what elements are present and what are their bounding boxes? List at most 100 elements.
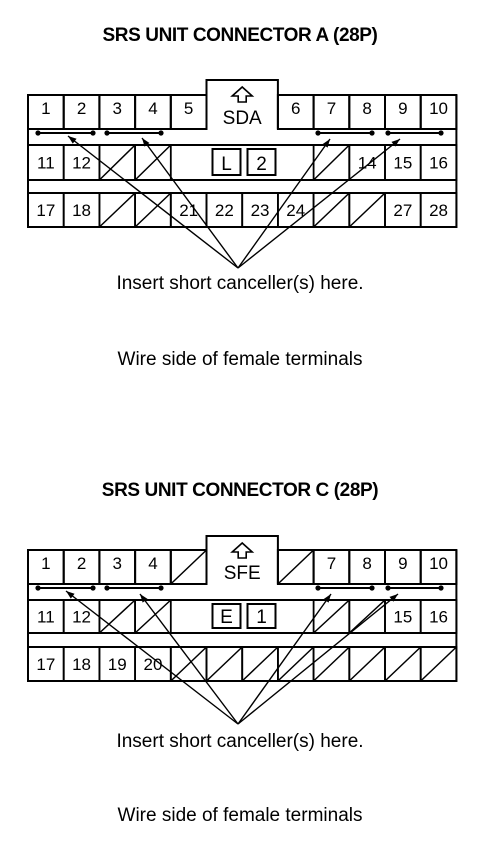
- connector-a-instruction: Insert short canceller(s) here.: [116, 273, 364, 294]
- terminal-number: 7: [327, 554, 336, 573]
- terminal-dot: [315, 130, 321, 136]
- pointer-line: [141, 137, 239, 269]
- blank-cell-slash: [98, 192, 136, 228]
- connector-housing-top: [205, 535, 279, 584]
- terminal-number: 6: [291, 99, 300, 118]
- blank-cell-slash: [98, 144, 136, 181]
- terminal-number: 9: [398, 99, 407, 118]
- center-letter: E: [220, 607, 233, 628]
- terminal-number: 2: [77, 99, 86, 118]
- terminal-dot: [104, 585, 110, 591]
- blank-cell-slash: [170, 549, 208, 585]
- terminal-dot: [438, 130, 444, 136]
- connector-code: SFE: [224, 563, 261, 584]
- terminal-dot: [90, 585, 96, 591]
- terminal-number: 18: [72, 201, 91, 220]
- terminal-number: 4: [148, 99, 157, 118]
- terminal-number: 7: [327, 99, 336, 118]
- terminal-number: 27: [393, 201, 412, 220]
- blank-cell-slash: [348, 192, 386, 228]
- terminal-number: 14: [358, 154, 377, 173]
- terminal-dot: [385, 585, 391, 591]
- blank-cell-slash: [170, 646, 208, 682]
- terminal-number: 16: [429, 608, 448, 627]
- terminal-dot: [104, 130, 110, 136]
- lock-arrow-icon: [230, 541, 255, 559]
- terminal-dot: [158, 130, 164, 136]
- pointer-arrowhead: [142, 138, 150, 147]
- blank-cell-slash: [348, 599, 386, 634]
- blank-cell-slash: [313, 646, 350, 682]
- pointer-line: [65, 590, 239, 725]
- terminal-number: 17: [36, 201, 55, 220]
- terminal-number: 2: [77, 554, 86, 573]
- lock-arrow-icon: [230, 85, 255, 103]
- blank-cell-slash: [313, 144, 350, 181]
- terminal-dot: [315, 585, 321, 591]
- blank-cell-slash: [98, 599, 136, 634]
- terminal-number: 16: [429, 154, 448, 173]
- center-number: 1: [256, 607, 267, 628]
- terminal-number: 5: [184, 99, 193, 118]
- terminal-number: 21: [179, 201, 198, 220]
- terminal-dot: [369, 585, 375, 591]
- pointer-arrowhead: [322, 139, 330, 148]
- blank-cell-slash: [277, 646, 315, 682]
- terminal-number: 12: [72, 608, 91, 627]
- terminal-number: 4: [148, 554, 157, 573]
- terminal-number: 20: [143, 655, 162, 674]
- terminal-number: 15: [393, 608, 412, 627]
- blank-cell-slash: [313, 599, 350, 634]
- terminal-dot: [35, 585, 41, 591]
- center-letter-box: [211, 603, 242, 629]
- terminal-number: 19: [108, 655, 127, 674]
- blank-cell-slash: [134, 599, 172, 634]
- blank-cell-slash: [313, 192, 350, 228]
- blank-cell-slash: [205, 646, 243, 682]
- connector-housing-top: [205, 79, 279, 129]
- connector-c-footnote: Wire side of female terminals: [117, 805, 363, 826]
- blank-cell-slash: [241, 646, 279, 682]
- terminal-number: 8: [362, 554, 371, 573]
- connector-c-instruction: Insert short canceller(s) here.: [116, 731, 364, 752]
- terminal-number: 11: [37, 154, 55, 173]
- pointer-arrowhead: [389, 594, 398, 602]
- blank-cell-slash: [277, 549, 315, 585]
- terminal-number: 22: [215, 201, 234, 220]
- pointer-arrowhead: [140, 594, 148, 603]
- connector-code: SDA: [223, 108, 262, 129]
- terminal-number: 24: [286, 201, 305, 220]
- terminal-number: 17: [36, 655, 55, 674]
- center-number: 2: [256, 154, 267, 175]
- terminal-dot: [90, 130, 96, 136]
- center-letter: L: [221, 154, 232, 175]
- terminal-number: 18: [72, 655, 91, 674]
- terminal-number: 28: [429, 201, 448, 220]
- terminal-number: 1: [41, 554, 50, 573]
- terminal-dot: [35, 130, 41, 136]
- terminal-dot: [438, 585, 444, 591]
- pointer-line: [139, 593, 239, 725]
- terminal-number: 1: [41, 99, 50, 118]
- pointer-line: [237, 138, 401, 269]
- pointer-arrowhead: [391, 139, 400, 147]
- pointer-line: [237, 138, 331, 269]
- terminal-number: 11: [37, 608, 55, 627]
- terminal-number: 8: [362, 99, 371, 118]
- pointer-line: [237, 593, 332, 725]
- pointer-arrowhead: [66, 591, 75, 599]
- terminal-dot: [385, 130, 391, 136]
- center-number-box: [246, 603, 277, 629]
- terminal-number: 10: [429, 554, 448, 573]
- terminal-number: 3: [113, 99, 122, 118]
- connector-a-footnote: Wire side of female terminals: [117, 349, 363, 370]
- terminal-dot: [369, 130, 375, 136]
- terminal-dot: [158, 585, 164, 591]
- blank-cell-slash: [134, 144, 172, 181]
- terminal-number: 3: [113, 554, 122, 573]
- center-number-box: [246, 148, 277, 176]
- terminal-number: 23: [251, 201, 270, 220]
- pointer-arrowhead: [68, 136, 77, 144]
- pointer-line: [237, 593, 399, 725]
